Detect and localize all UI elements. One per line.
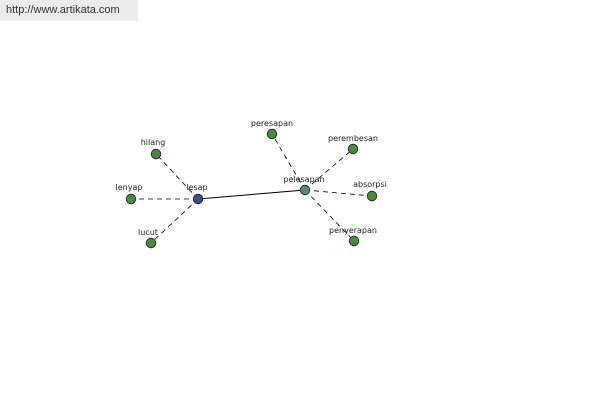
edge-pelesapan-absorpsi <box>304 189 373 197</box>
edge-lesap-lucut <box>150 198 199 244</box>
node-label-hilang[interactable]: hilang <box>141 138 166 147</box>
node-penyerapan[interactable] <box>348 235 360 247</box>
edge-pelesapan-perembesan <box>304 148 354 191</box>
node-lenyap[interactable] <box>125 193 137 205</box>
edge-lesap-hilang <box>155 153 199 200</box>
node-label-penyerapan[interactable]: penyerapan <box>329 226 377 235</box>
node-label-lenyap[interactable]: lenyap <box>116 183 143 192</box>
node-lucut[interactable] <box>145 237 157 249</box>
edge-lesap-pelesapan <box>197 189 306 200</box>
graph-labels: lesap pelesapan hilang lenyap lucut peresapan… <box>116 119 387 237</box>
graph-nodes <box>125 128 378 249</box>
node-hilang[interactable] <box>150 148 162 160</box>
node-peresapan[interactable] <box>266 128 278 140</box>
node-pelesapan[interactable] <box>299 184 311 196</box>
site-url-watermark[interactable]: http://www.artikata.com <box>0 0 138 21</box>
node-label-perembesan[interactable]: perembesan <box>328 134 378 143</box>
node-label-pelesapan[interactable]: pelesapan <box>283 175 324 184</box>
node-perembesan[interactable] <box>347 143 359 155</box>
edge-pelesapan-peresapan <box>271 133 306 191</box>
edge-pelesapan-penyerapan <box>304 189 355 242</box>
node-absorpsi[interactable] <box>366 190 378 202</box>
node-label-absorpsi[interactable]: absorpsi <box>353 180 387 189</box>
node-lesap[interactable] <box>192 193 204 205</box>
node-label-lucut[interactable]: lucut <box>138 228 158 237</box>
graph-edges <box>131 133 373 244</box>
node-label-peresapan[interactable]: peresapan <box>251 119 293 128</box>
node-label-lesap[interactable]: lesap <box>186 183 207 192</box>
